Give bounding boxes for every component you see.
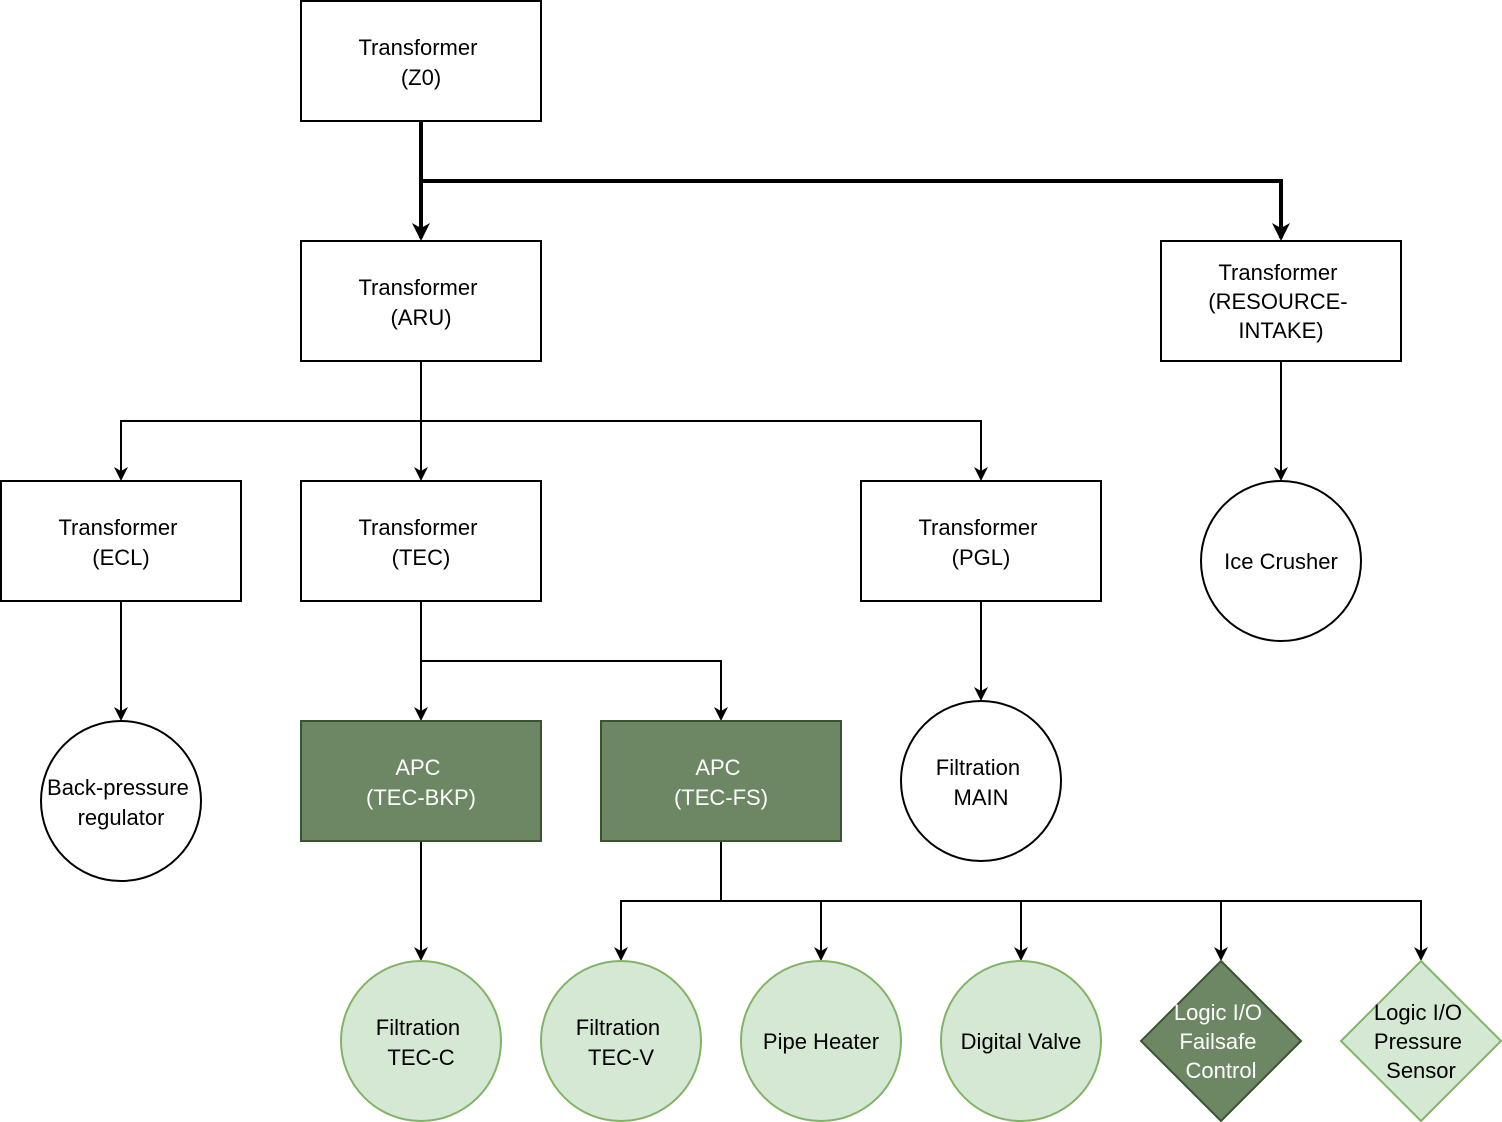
logic-io-pressure-node[interactable]: Logic I/O Pressure Sensor: [1339, 959, 1502, 1122]
transformer-ecl[interactable]: Transformer (ECL): [0, 480, 242, 602]
filtration-tec-v-label: Filtration TEC-V: [576, 1015, 666, 1070]
transformer-z0-label: Transformer (Z0): [358, 35, 483, 90]
transformer-pgl-label: Transformer (PGL): [918, 515, 1043, 570]
pipe-heater-node[interactable]: Pipe Heater: [740, 960, 902, 1122]
transformer-ecl-label: Transformer (ECL): [58, 515, 183, 570]
transformer-resource-intake[interactable]: Transformer (RESOURCE- INTAKE): [1160, 240, 1402, 362]
edge-apc-fs-logic-io-pressure: [1221, 900, 1428, 961]
filtration-main-node[interactable]: Filtration MAIN: [900, 700, 1062, 862]
transformer-resource-intake-label: Transformer (RESOURCE- INTAKE): [1208, 260, 1353, 343]
edge-aru-pgl: [421, 420, 988, 481]
back-pressure-regulator-label: Back-pressure regulator: [47, 775, 195, 830]
apc-tec-fs-label: APC (TEC-FS): [674, 755, 768, 810]
edge-tec-apc-fs: [421, 660, 728, 721]
ice-crusher-node[interactable]: Ice Crusher: [1200, 480, 1362, 642]
transformer-tec[interactable]: Transformer (TEC): [300, 480, 542, 602]
apc-tec-bkp-label: APC (TEC-BKP): [366, 755, 476, 810]
pipe-heater-label: Pipe Heater: [763, 1029, 879, 1054]
transformer-aru[interactable]: Transformer (ARU): [300, 240, 542, 362]
digital-valve-label: Digital Valve: [961, 1029, 1082, 1054]
apc-tec-bkp[interactable]: APC (TEC-BKP): [300, 720, 542, 842]
transformer-z0[interactable]: Transformer (Z0): [300, 0, 542, 122]
edge-apc-fs-pipe-heater: [721, 900, 828, 961]
back-pressure-regulator-node[interactable]: Back-pressure regulator: [40, 720, 202, 882]
logic-io-failsafe-label: Logic I/O Failsafe Control: [1174, 1000, 1268, 1083]
edge-z0-resource-intake: [421, 179, 1290, 241]
edge-apc-fs-logic-io-failsafe: [1021, 900, 1228, 961]
transformer-aru-label: Transformer (ARU): [358, 275, 483, 330]
logic-io-failsafe-node[interactable]: Logic I/O Failsafe Control: [1139, 959, 1303, 1122]
filtration-tec-c-node[interactable]: Filtration TEC-C: [340, 960, 502, 1122]
filtration-tec-c-label: Filtration TEC-C: [376, 1015, 466, 1070]
filtration-tec-v-node[interactable]: Filtration TEC-V: [540, 960, 702, 1122]
logic-io-pressure-label: Logic I/O Pressure Sensor: [1374, 1000, 1468, 1083]
filtration-main-label: Filtration MAIN: [936, 755, 1026, 810]
digital-valve-node[interactable]: Digital Valve: [940, 960, 1102, 1122]
ice-crusher-label: Ice Crusher: [1224, 549, 1338, 574]
edge-apc-fs-digital-valve: [821, 900, 1028, 961]
apc-tec-fs[interactable]: APC (TEC-FS): [600, 720, 842, 842]
edge-apc-fs-filtration-tec-v: [614, 900, 721, 961]
transformer-tec-label: Transformer (TEC): [358, 515, 483, 570]
edge-aru-ecl: [114, 420, 421, 481]
transformer-pgl[interactable]: Transformer (PGL): [860, 480, 1102, 602]
